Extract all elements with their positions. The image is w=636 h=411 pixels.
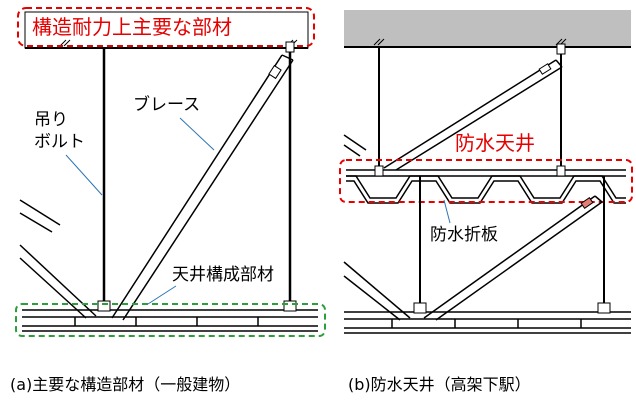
hanger-bolt-label-line1: 吊り bbox=[34, 110, 68, 130]
caption-b: (b)防水天井（高架下駅） bbox=[348, 375, 531, 394]
panel-b: 防水天井 防水折板 bbox=[339, 10, 633, 334]
ceiling-member-label: 天井構成部材 bbox=[172, 265, 274, 285]
hanger-bolt-leader bbox=[65, 154, 103, 196]
upper-anchor-right bbox=[556, 43, 566, 55]
folded-plate-leader bbox=[443, 199, 451, 224]
ceiling-member-b bbox=[344, 311, 631, 334]
lower-brace-b bbox=[423, 195, 603, 321]
brace-a bbox=[111, 54, 294, 321]
caption-a: (a)主要な構造部材（一般建物） bbox=[10, 375, 240, 394]
viaduct-slab bbox=[344, 10, 631, 47]
bolt-clip-right bbox=[283, 300, 297, 312]
bolt-clip-left bbox=[97, 300, 111, 312]
panel-a: 構造耐力上主要な部材 bbox=[15, 7, 326, 337]
ceiling-member-a bbox=[22, 309, 318, 332]
structural-member-a bbox=[24, 11, 309, 49]
structural-member-label: 構造耐力上主要な部材 bbox=[32, 15, 232, 39]
ceiling-member-highlight-box bbox=[15, 303, 326, 337]
upper-brace-b bbox=[383, 59, 563, 171]
waterproof-ceiling-highlight-box bbox=[339, 159, 633, 203]
brace-label: ブレース bbox=[133, 94, 200, 115]
waterproof-folded-plate bbox=[346, 169, 626, 204]
lower-clip-right bbox=[597, 302, 611, 314]
ceiling-member-leader bbox=[147, 285, 177, 305]
upper-brace-clip bbox=[538, 63, 552, 75]
lower-brace-clip bbox=[580, 196, 594, 210]
brace-leader bbox=[179, 117, 215, 151]
brace-lower-left-a bbox=[19, 199, 97, 319]
bolt-anchor-right bbox=[285, 41, 295, 53]
folded-plate-label: 防水折板 bbox=[430, 225, 498, 245]
waterproof-ceiling-label: 防水天井 bbox=[455, 131, 535, 155]
plate-clip-left bbox=[374, 165, 384, 177]
brace-clip-top bbox=[268, 64, 282, 80]
structural-member-highlight-box bbox=[17, 7, 315, 47]
lower-clip-left bbox=[413, 302, 427, 314]
lower-left-brace-b bbox=[343, 134, 411, 321]
hanger-bolt-label-line2: ボルト bbox=[34, 132, 85, 152]
plate-clip-right bbox=[556, 165, 566, 177]
